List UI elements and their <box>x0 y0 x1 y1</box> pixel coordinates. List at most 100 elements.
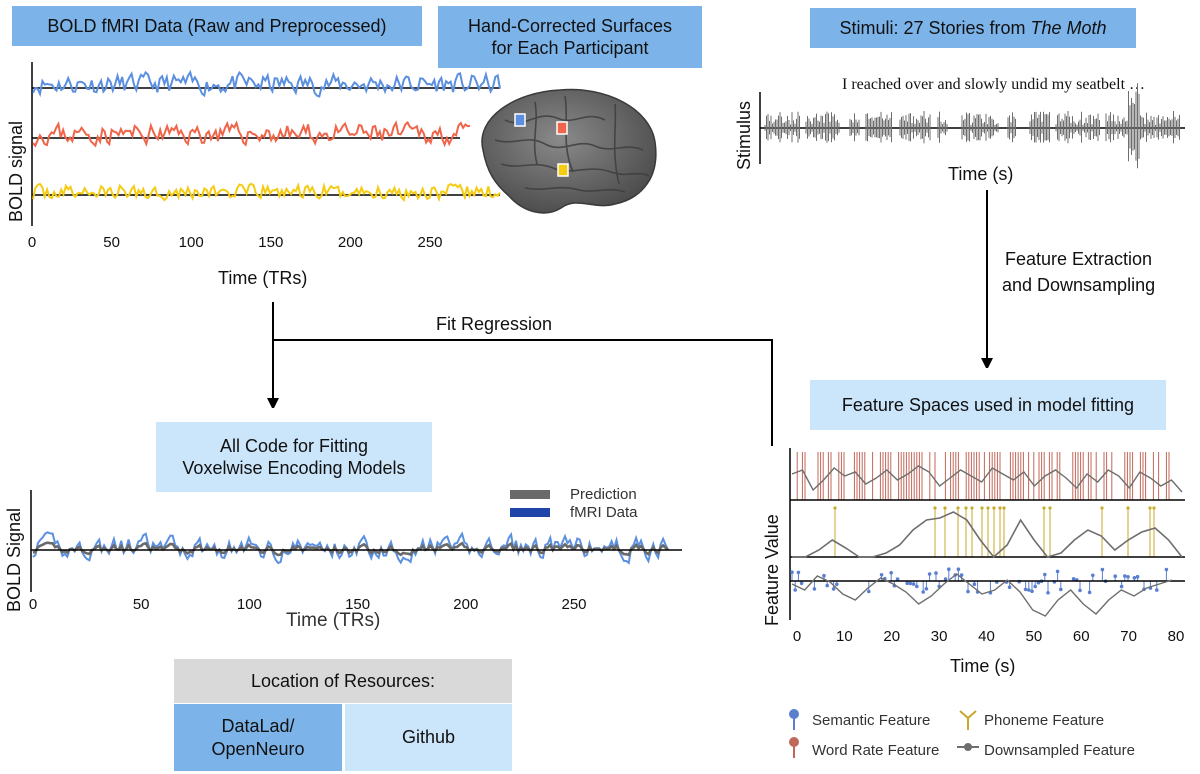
semantic-marker <box>1071 577 1076 581</box>
semantic-stems <box>790 567 1169 595</box>
phoneme-stems <box>833 506 1156 557</box>
prediction-legend-label: Prediction <box>570 486 637 503</box>
brain-roi-yellow <box>557 163 569 177</box>
word-rate-stems <box>796 452 1170 500</box>
semantic-marker <box>1023 587 1028 592</box>
semantic-marker <box>905 581 909 585</box>
x-tick: 0 <box>27 234 37 251</box>
semantic-marker <box>959 573 964 577</box>
x-tick: 50 <box>103 234 120 251</box>
x-tick: 100 <box>236 596 262 613</box>
semantic-marker <box>895 577 900 581</box>
phoneme-legend-label: Phoneme Feature <box>984 712 1105 729</box>
semantic-marker <box>947 567 951 571</box>
semantic-marker <box>1087 590 1092 595</box>
fit-regression-connector <box>273 339 773 446</box>
semantic-marker <box>1119 584 1124 589</box>
x-tick: 10 <box>836 628 853 645</box>
phoneme-marker <box>1148 506 1152 510</box>
datalad-openneuro-link[interactable]: DataLad/ OpenNeuro <box>174 704 342 771</box>
semantic-marker <box>1007 585 1012 589</box>
phoneme-marker <box>1042 506 1046 510</box>
feature-extraction-line2: and Downsampling <box>1002 275 1156 295</box>
semantic-marker <box>822 573 826 578</box>
downsampled-phoneme <box>792 511 1183 559</box>
semantic-marker <box>921 590 925 594</box>
bold-timeseries-plot <box>31 62 501 226</box>
semantic-marker <box>1043 572 1047 577</box>
brain-roi-red <box>556 121 568 135</box>
semantic-marker <box>1030 589 1034 593</box>
phoneme-marker <box>998 506 1002 510</box>
bold-trace-red <box>32 120 471 148</box>
x-tick: 60 <box>1072 628 1090 645</box>
prediction-plot <box>30 490 682 592</box>
x-tick: 80 <box>1167 628 1185 645</box>
x-tick: 200 <box>453 596 479 613</box>
semantic-marker <box>1091 573 1095 578</box>
phoneme-marker <box>986 506 990 510</box>
feature-extraction-line1: Feature Extraction <box>1005 249 1153 269</box>
downsampled-legend-label: Downsampled Feature <box>984 742 1135 759</box>
prediction-trace <box>32 541 669 557</box>
datalad-line1: DataLad/ <box>221 716 295 736</box>
phoneme-legend-icon <box>959 710 977 730</box>
bold-xlabel: Time (TRs) <box>218 268 308 288</box>
resources-title: Location of Resources: <box>250 670 436 691</box>
semantic-marker <box>1135 574 1140 579</box>
downsampled-legend-icon <box>957 743 979 751</box>
word-rate-legend-icon <box>789 737 799 758</box>
semantic-marker <box>1027 588 1031 592</box>
fit-regression-label: Fit Regression <box>436 314 553 334</box>
resources-title-box: Location of Resources: <box>174 659 512 703</box>
bold-title: BOLD fMRI Data (Raw and Preprocessed) <box>47 15 387 36</box>
phoneme-marker <box>1002 506 1006 510</box>
code-title: All Code for Fitting Voxelwise Encoding … <box>182 435 405 480</box>
github-label: Github <box>401 727 456 748</box>
semantic-marker <box>934 571 938 575</box>
github-link[interactable]: Github <box>345 704 512 771</box>
stimulus-xlabel: Time (s) <box>948 164 1014 184</box>
x-tick: 50 <box>1025 628 1043 645</box>
x-tick: 20 <box>883 628 901 645</box>
semantic-marker <box>943 577 948 581</box>
semantic-marker <box>1113 574 1117 578</box>
stimulus-waveform <box>764 83 1180 169</box>
phoneme-marker <box>833 506 837 510</box>
semantic-legend-label: Semantic Feature <box>812 712 931 729</box>
stimuli-title-italic: The Moth <box>1030 17 1107 38</box>
x-tick: 250 <box>561 596 587 613</box>
semantic-marker <box>908 581 913 586</box>
phoneme-marker <box>1048 506 1052 510</box>
x-tick: 200 <box>337 234 363 251</box>
semantic-marker <box>972 582 977 586</box>
surfaces-title: Hand-Corrected Surfaces for Each Partici… <box>468 15 672 60</box>
feature-extraction-label: Feature Extraction and Downsampling <box>1002 246 1155 298</box>
bold-trace-yellow <box>32 181 501 203</box>
semantic-marker <box>796 570 801 575</box>
prediction-legend-swatch <box>510 490 550 499</box>
feature-spaces-title: Feature Spaces used in model fitting <box>841 394 1135 415</box>
semantic-marker <box>1033 584 1037 589</box>
bold-title-box: BOLD fMRI Data (Raw and Preprocessed) <box>12 6 422 46</box>
x-tick: 0 <box>28 596 38 613</box>
x-tick: 70 <box>1120 628 1137 645</box>
surfaces-title-line2: for Each Participant <box>491 38 649 58</box>
semantic-marker <box>924 587 929 591</box>
stimulus-sentence: I reached over and slowly undid my seatb… <box>842 76 1146 93</box>
datalad-line2: OpenNeuro <box>211 738 305 759</box>
phoneme-marker <box>933 506 937 510</box>
x-tick: 150 <box>345 596 371 613</box>
x-tick: 40 <box>978 628 995 645</box>
semantic-marker <box>1078 588 1082 593</box>
feature-xlabel: Time (s) <box>950 656 1016 676</box>
stimuli-title-prefix: Stimuli: 27 Stories from <box>839 17 1031 38</box>
code-title-box: All Code for Fitting Voxelwise Encoding … <box>156 422 432 492</box>
semantic-marker <box>790 570 794 574</box>
semantic-marker <box>1126 575 1130 579</box>
semantic-marker <box>956 567 961 571</box>
semantic-marker <box>1059 587 1063 592</box>
semantic-marker <box>915 584 919 589</box>
